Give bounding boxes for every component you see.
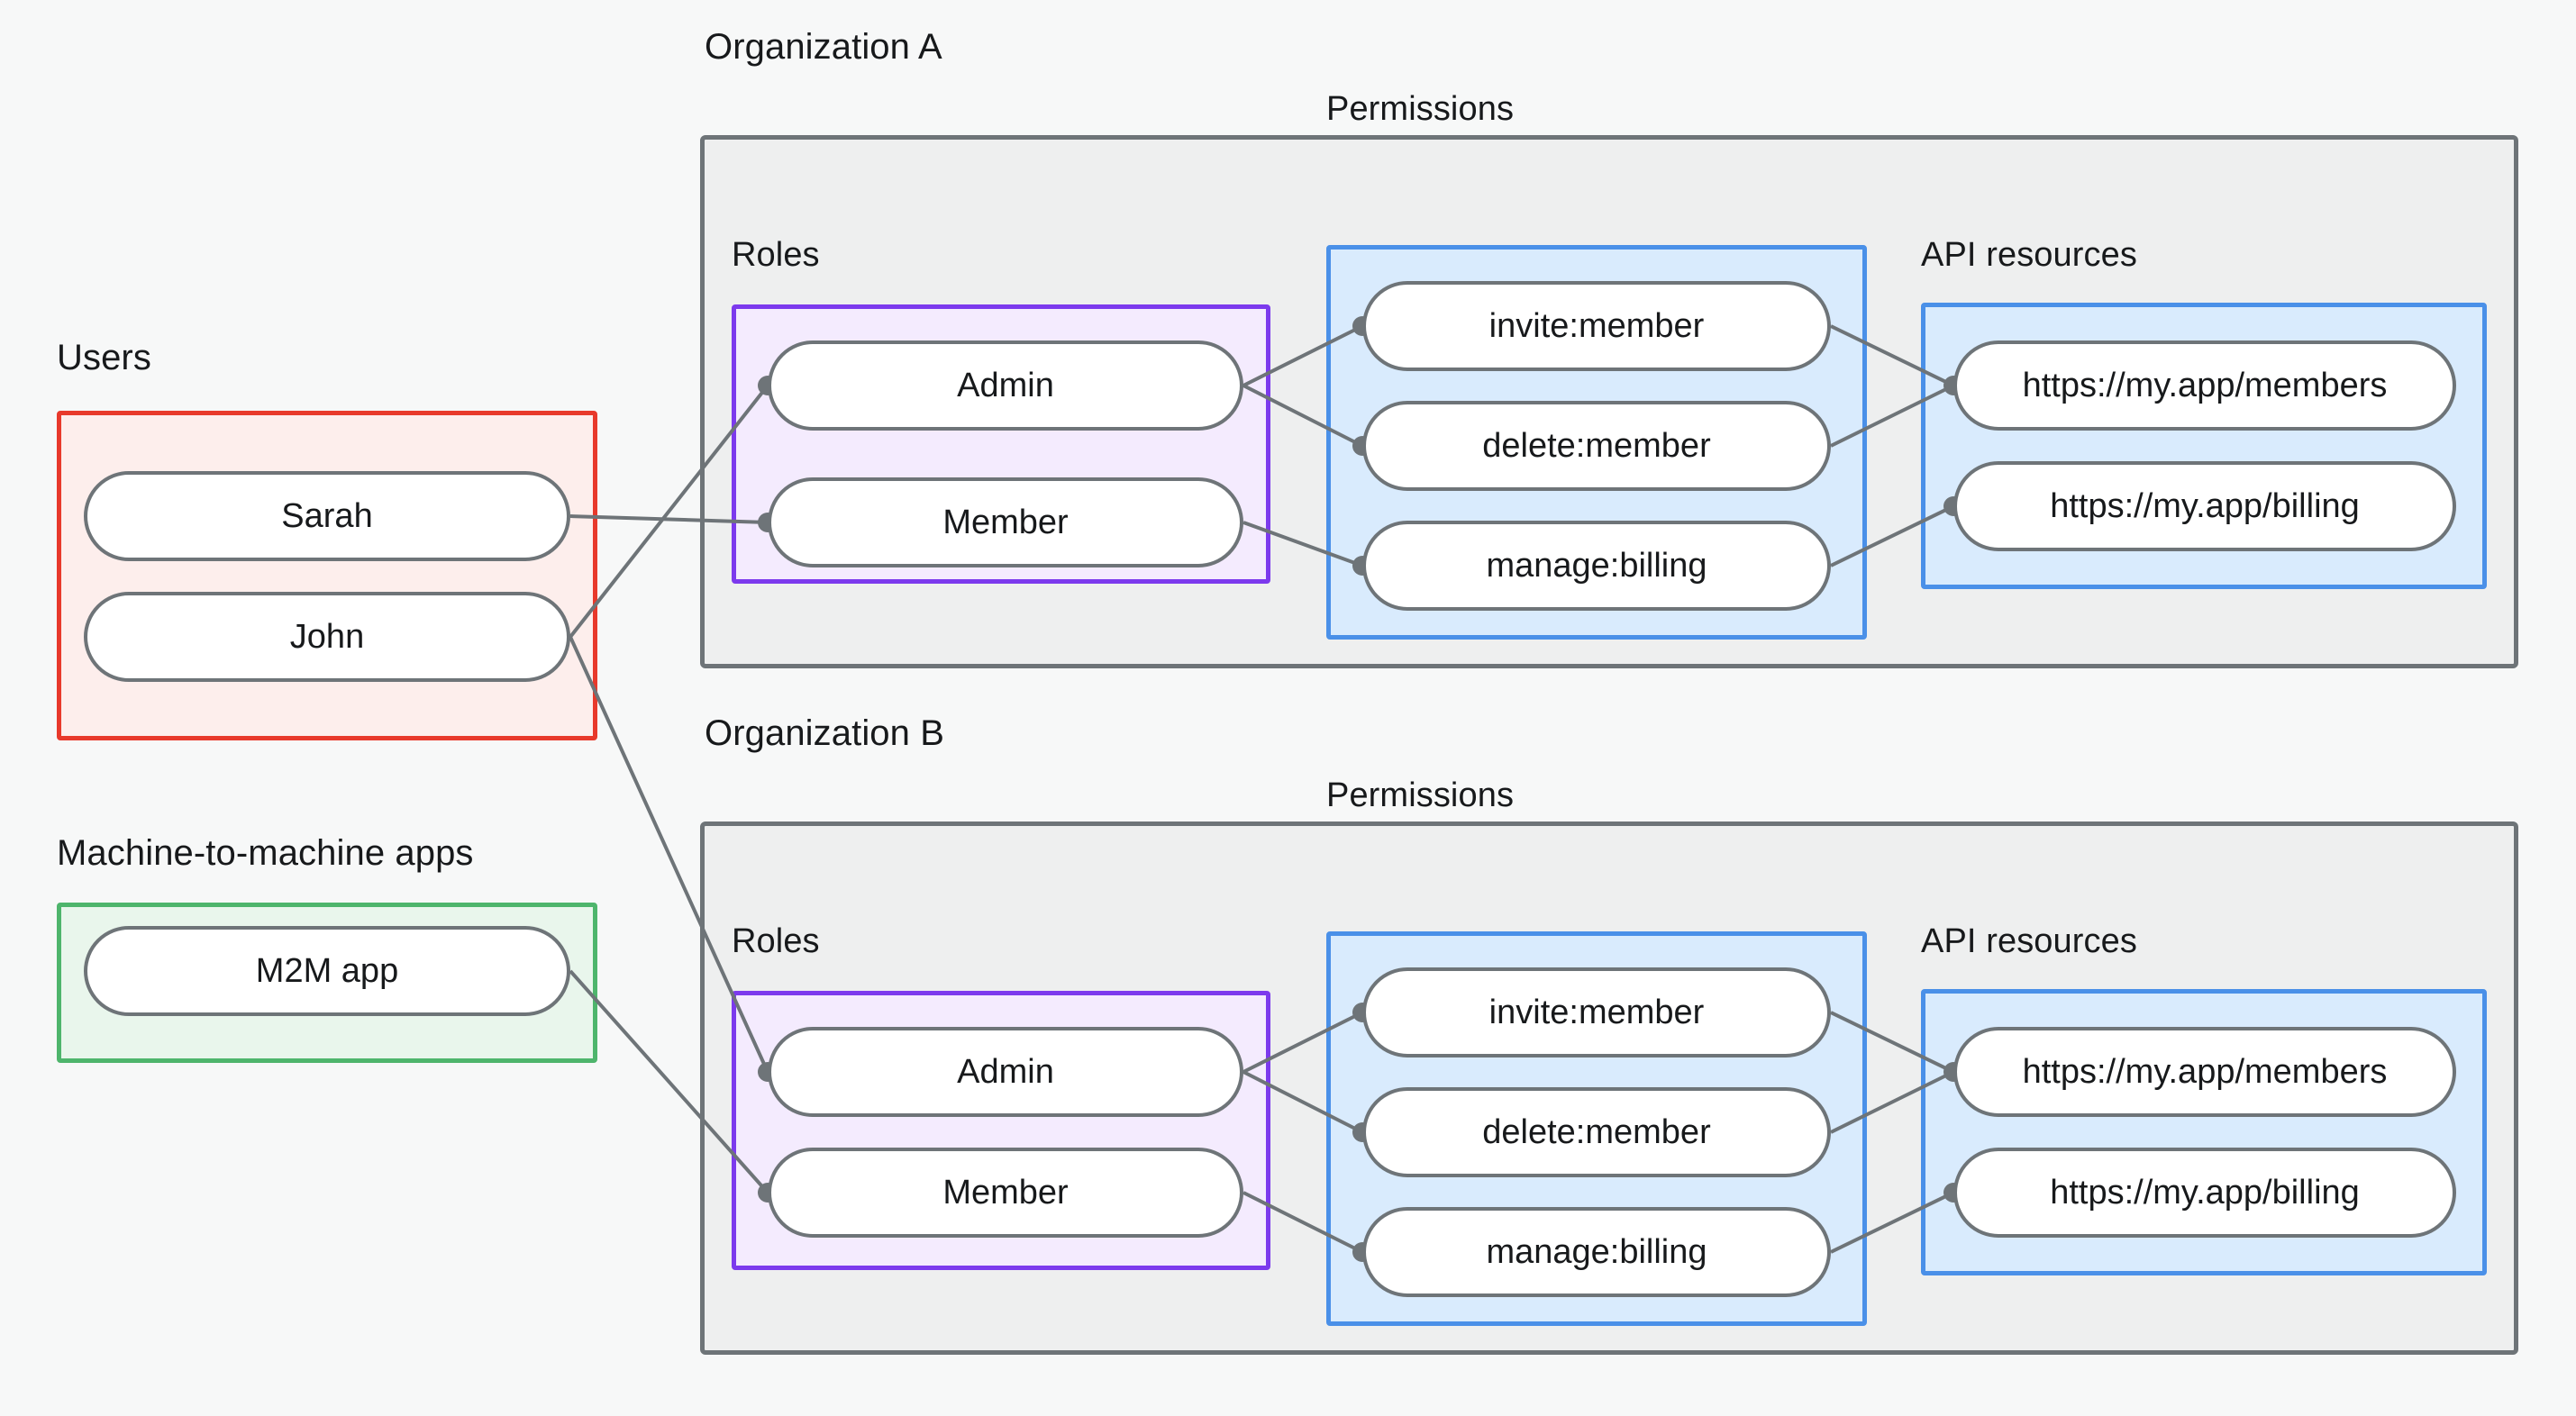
org-b-permission-pill-delete-member[interactable]: delete:member [1362, 1087, 1831, 1177]
org-a-roles-label: Roles [732, 236, 820, 274]
users-group-box [57, 411, 597, 740]
org-a-role-pill-member[interactable]: Member [768, 477, 1243, 567]
org-a-api-resources-label: API resources [1921, 236, 2137, 274]
org-b-permission-pill-manage-billing[interactable]: manage:billing [1362, 1207, 1831, 1297]
org-a-permission-pill-delete-member[interactable]: delete:member [1362, 401, 1831, 491]
m2m-group-label: Machine-to-machine apps [57, 833, 474, 873]
org-b-api-pill-billing[interactable]: https://my.app/billing [1953, 1148, 2456, 1238]
org-a-role-pill-admin[interactable]: Admin [768, 340, 1243, 431]
org-a-api-pill-billing[interactable]: https://my.app/billing [1953, 461, 2456, 551]
org-b-permission-pill-invite-member[interactable]: invite:member [1362, 967, 1831, 1057]
org-b-permissions-label: Permissions [1326, 776, 1515, 814]
org-b-role-pill-admin[interactable]: Admin [768, 1027, 1243, 1117]
org-a-permission-pill-manage-billing[interactable]: manage:billing [1362, 521, 1831, 611]
m2m-pill-app[interactable]: M2M app [84, 926, 570, 1016]
users-group-label: Users [57, 338, 151, 377]
user-pill-sarah[interactable]: Sarah [84, 471, 570, 561]
org-a-permission-pill-invite-member[interactable]: invite:member [1362, 281, 1831, 371]
organization-b-label: Organization B [705, 713, 944, 753]
org-b-role-pill-member[interactable]: Member [768, 1148, 1243, 1238]
organization-a-label: Organization A [705, 27, 942, 67]
user-pill-john[interactable]: John [84, 592, 570, 682]
org-a-api-pill-members[interactable]: https://my.app/members [1953, 340, 2456, 431]
org-b-api-pill-members[interactable]: https://my.app/members [1953, 1027, 2456, 1117]
org-b-api-resources-label: API resources [1921, 922, 2137, 960]
org-a-permissions-label: Permissions [1326, 90, 1515, 128]
org-b-roles-label: Roles [732, 922, 820, 960]
